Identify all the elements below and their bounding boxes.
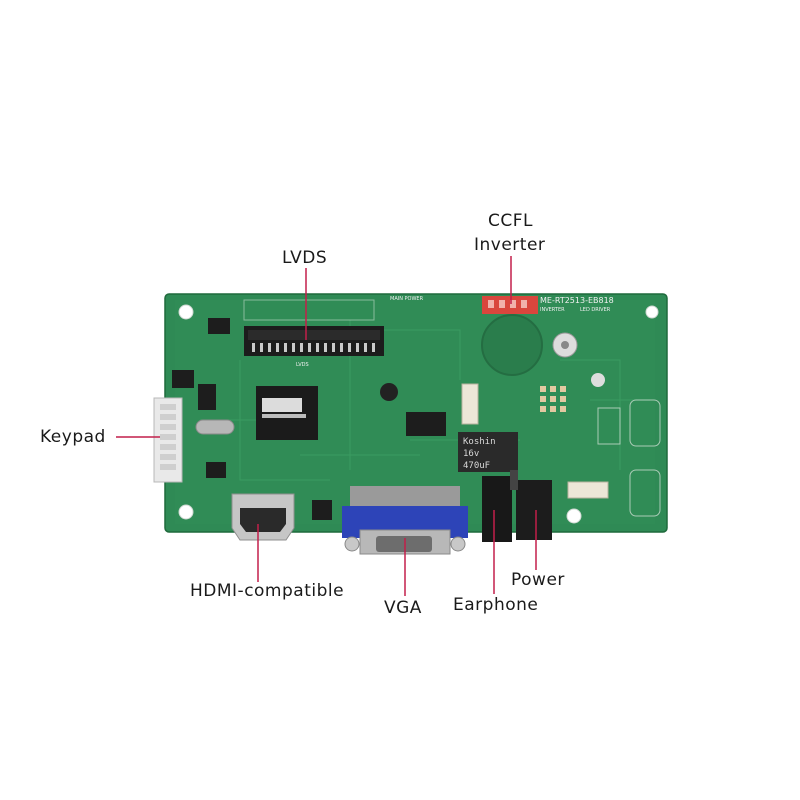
ccfl-label-line2: Inverter: [474, 235, 546, 255]
crystal: [195, 419, 235, 435]
capacitor-capacitance: 470uF: [463, 461, 490, 471]
vga-port: [342, 486, 468, 555]
lvds-connector: [243, 299, 384, 356]
smd-grid: [540, 386, 566, 412]
power-label: Power: [511, 570, 565, 590]
ccfl-inverter-connector: [482, 296, 538, 314]
capacitor-brand: Koshin: [463, 437, 496, 447]
keypad-label: Keypad: [40, 427, 106, 447]
round-parts: [380, 314, 605, 401]
leader-lines: [116, 256, 537, 596]
board-led-driver-label: LED DRIVER: [580, 307, 611, 313]
main-chip: [256, 386, 318, 440]
right-pad-outlines: [597, 399, 661, 517]
board-inverter-label: INVERTER: [540, 307, 565, 313]
board-lvds-label: LVDS: [296, 362, 309, 368]
earphone-label: Earphone: [453, 595, 539, 615]
vga-label: VGA: [384, 598, 422, 618]
mounting-holes: [178, 304, 659, 524]
capacitor-voltage: 16v: [463, 449, 479, 459]
board-main-power-label: MAIN POWER: [390, 296, 424, 302]
ccfl-label-line1: CCFL: [488, 211, 533, 231]
jst-connectors: [461, 383, 609, 499]
hdmi-port: [231, 493, 295, 541]
lvds-label: LVDS: [282, 248, 328, 268]
keypad-connector: [153, 397, 183, 483]
board-model-label: ME-RT2513-EB818: [540, 296, 614, 305]
electrolytic-capacitor: Koshin 16v 470uF: [458, 432, 518, 472]
small-ics: [172, 318, 446, 520]
hdmi-label: HDMI-compatible: [190, 581, 345, 601]
board-silkscreen: ME-RT2513-EB818 MAIN POWER INVERTER LED …: [296, 296, 614, 368]
audio-power-jacks: [482, 470, 552, 542]
